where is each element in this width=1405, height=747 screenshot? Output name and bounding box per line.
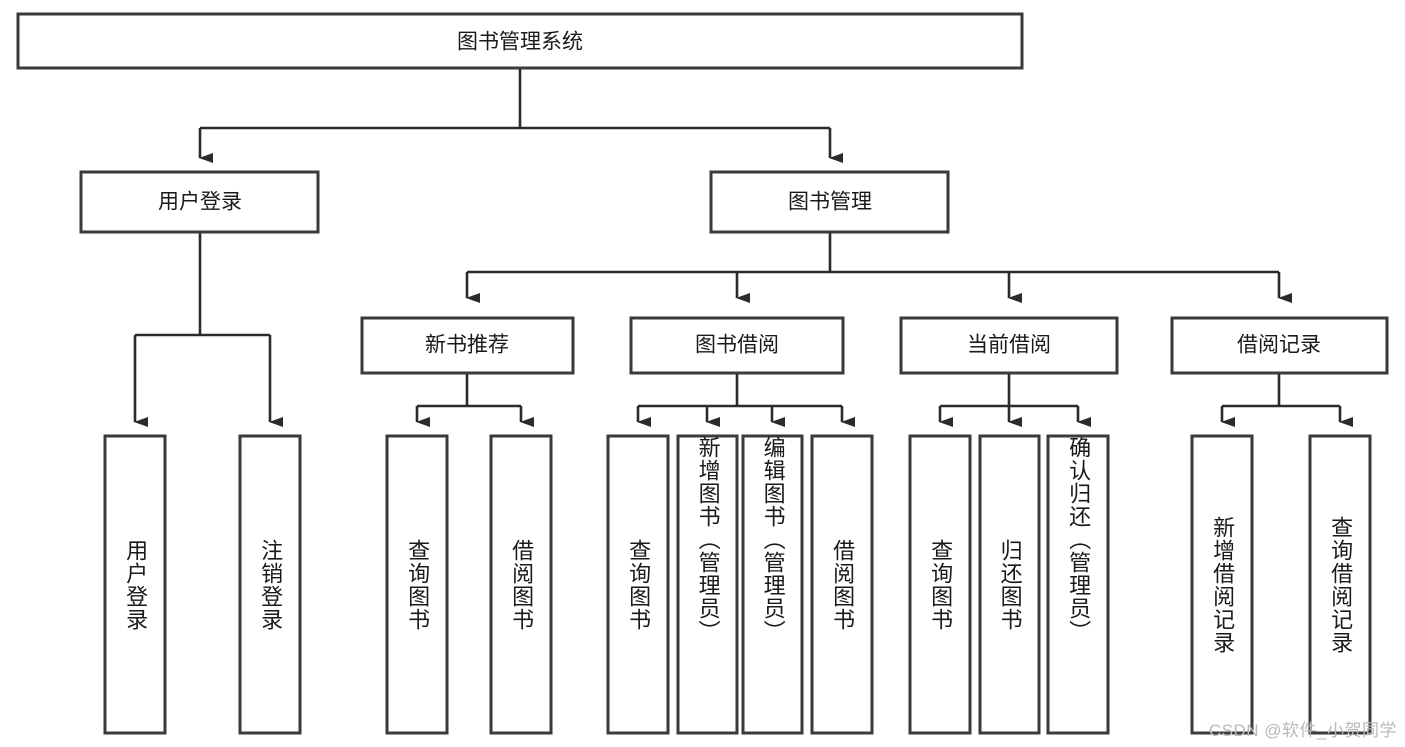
connector-group-user-login xyxy=(133,232,283,427)
leaf-rect-query-book-1[interactable] xyxy=(385,434,449,735)
node-borrow-record-rect[interactable] xyxy=(1170,316,1389,375)
connector-group-current-borrow xyxy=(938,373,1091,427)
node-current-borrow-label: 当前借阅 xyxy=(967,334,1051,357)
connector-group-book-manage xyxy=(465,232,1292,303)
node-book-borrow-rect[interactable] xyxy=(629,316,845,375)
leaf-rect-edit-book[interactable] xyxy=(741,434,804,735)
connector-group-book-borrow xyxy=(636,373,855,427)
connector-group-new-book-recommend xyxy=(415,373,534,427)
node-user-login-rect[interactable] xyxy=(79,170,320,234)
leaf-rect-add-book[interactable] xyxy=(676,434,739,735)
leaf-rect-user-login[interactable] xyxy=(103,434,167,735)
leaf-rect-add-record[interactable] xyxy=(1190,434,1254,735)
leaf-rect-return-book[interactable] xyxy=(978,434,1041,735)
node-current-borrow-rect[interactable] xyxy=(899,316,1119,375)
node-new-book-recommend-label: 新书推荐 xyxy=(425,334,509,357)
node-new-book-recommend-rect[interactable] xyxy=(360,316,575,375)
node-current-borrow[interactable]: 当前借阅 xyxy=(899,316,1119,375)
node-new-book-recommend[interactable]: 新书推荐 xyxy=(360,316,575,375)
leaf-rect-borrow-book-2[interactable] xyxy=(810,434,874,735)
node-book-manage[interactable]: 图书管理 xyxy=(709,170,950,234)
leaf-rect-confirm-return[interactable] xyxy=(1046,434,1110,735)
leaf-rect-query-book-3[interactable] xyxy=(908,434,972,735)
node-book-borrow-label: 图书借阅 xyxy=(695,334,779,357)
leaf-boxes xyxy=(103,434,1372,735)
node-book-manage-label: 图书管理 xyxy=(788,191,872,214)
node-root-rect[interactable] xyxy=(16,12,1024,70)
watermark-text: CSDN @软件_小贺同学 xyxy=(1208,721,1397,740)
node-root-label: 图书管理系统 xyxy=(457,31,583,54)
node-borrow-record[interactable]: 借阅记录 xyxy=(1170,316,1389,375)
leaf-rect-borrow-book-1[interactable] xyxy=(489,434,553,735)
leaf-rect-query-record[interactable] xyxy=(1308,434,1372,735)
node-book-borrow[interactable]: 图书借阅 xyxy=(629,316,845,375)
node-root[interactable]: 图书管理系统 xyxy=(16,12,1024,70)
node-borrow-record-label: 借阅记录 xyxy=(1237,334,1321,357)
connector-group-borrow-record xyxy=(1220,373,1353,427)
node-user-login[interactable]: 用户登录 xyxy=(79,170,320,234)
leaf-rect-query-book-2[interactable] xyxy=(606,434,670,735)
node-book-manage-rect[interactable] xyxy=(709,170,950,234)
node-user-login-label: 用户登录 xyxy=(158,191,242,214)
leaf-rect-logout-login[interactable] xyxy=(238,434,302,735)
connector-group-root xyxy=(198,68,843,163)
